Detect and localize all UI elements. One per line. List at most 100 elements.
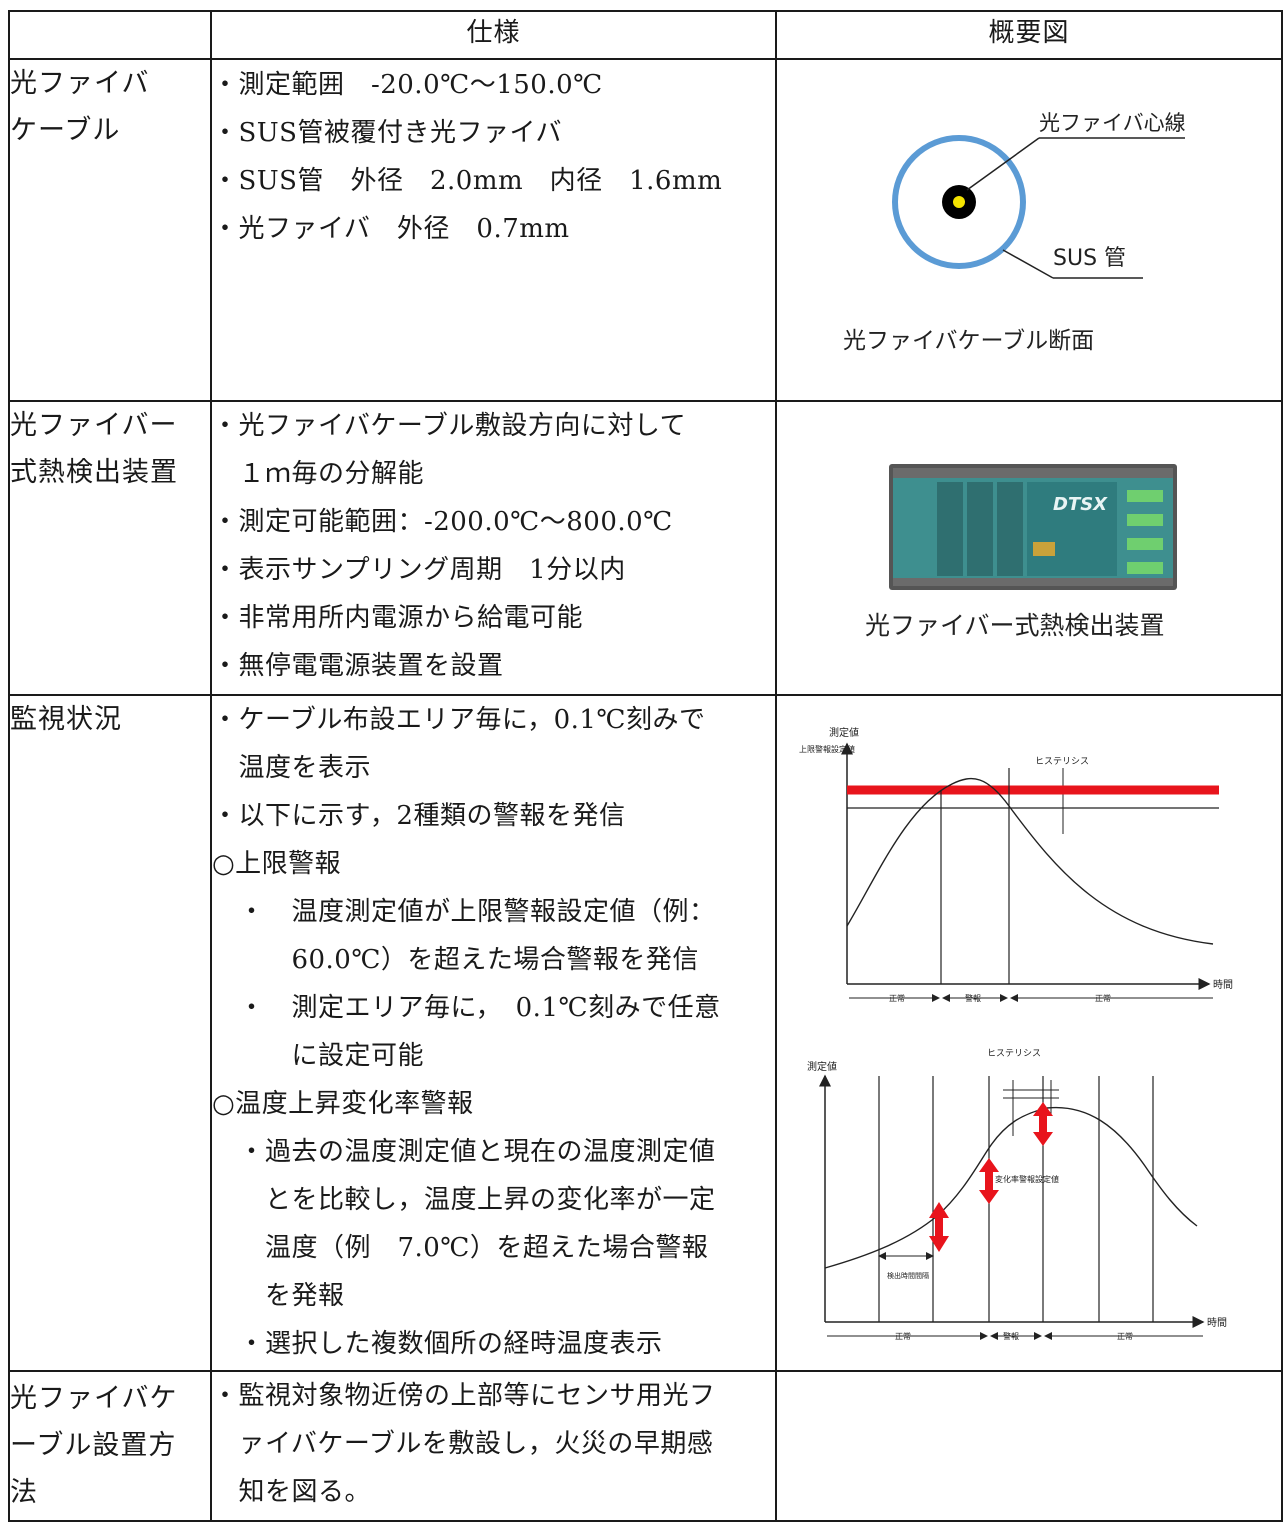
- row-label-line: 監視状況: [10, 704, 122, 735]
- chart2-x-label: 時間: [1207, 1317, 1227, 1329]
- chart1-hysteresis-label: ヒステリシス: [1035, 756, 1089, 767]
- core-label: 光ファイバ心線: [1039, 111, 1186, 135]
- chart2-interval-label: 検出時間間隔: [887, 1271, 929, 1280]
- chart1-y-label: 測定値: [829, 726, 859, 739]
- alarm-diagrams: 測定値 上限警報設定値 時間 ヒステリシス 正常 警報 正常: [799, 726, 1233, 1341]
- chart2-temperature-curve: [824, 1106, 1198, 1269]
- chart1-phase-alarm: 警報: [965, 993, 981, 1003]
- device-indicator: [1126, 538, 1163, 550]
- chart2-phase-normal: 正常: [895, 1332, 911, 1341]
- chart2-phase-normal2: 正常: [1117, 1332, 1133, 1341]
- row-label: 光ファイバー 式熱検出装置: [8, 400, 212, 696]
- sus-tube-ring: [891, 135, 1026, 269]
- spec-cell: ・光ファイバケーブル敷設方向に対して １ｍ毎の分解能 ・測定可能範囲：-200.…: [209, 400, 777, 696]
- spec-line: ・SUS管 外径 2.0mm 内径 1.6mm: [211, 166, 723, 196]
- device-brand: DTSX: [1053, 494, 1108, 515]
- figure-cell-device: DTSX 光ファイバー式熱検出装置: [774, 400, 1283, 696]
- upper-limit-alarm-chart: 測定値 上限警報設定値 時間 ヒステリシス 正常 警報 正常: [799, 726, 1233, 1003]
- chart1-phase-normal: 正常: [889, 994, 905, 1003]
- spec-line: 60.0℃）を超えた場合警報を発信: [211, 945, 699, 975]
- spec-line: 温度を表示: [211, 753, 371, 783]
- device-bottom-rail: [892, 578, 1173, 586]
- device-illustration: DTSX 光ファイバー式熱検出装置: [865, 464, 1177, 640]
- chart2-rate-arrow: [928, 1202, 949, 1252]
- core-leader-line: [966, 137, 1040, 191]
- chart2-phase-alarm: 警報: [1003, 1331, 1019, 1341]
- device-indicator: [1126, 490, 1163, 502]
- row-label: 光ファイバ ケーブル: [8, 58, 212, 402]
- rate-of-rise-alarm-chart: 測定値 時間 ヒステリシス 変化率警報設定値 検出時間間隔: [807, 1048, 1227, 1341]
- device-caption: 光ファイバー式熱検出装置: [865, 611, 1165, 640]
- chart2-y-label: 測定値: [807, 1060, 837, 1073]
- chart1-phase-normal2: 正常: [1095, 994, 1111, 1003]
- spec-line: ・測定範囲 -20.0℃～150.0℃: [211, 70, 603, 100]
- row-monitoring: 監視状況 ・ケーブル布設エリア毎に，0.1℃刻みで 温度を表示 ・以下に示す，2…: [8, 694, 1283, 1372]
- figure-cell-monitoring: 測定値 上限警報設定値 時間 ヒステリシス 正常 警報 正常: [774, 694, 1283, 1372]
- spec-line: とを比較し，温度上昇の変化率が一定: [211, 1185, 716, 1215]
- row-label-line: ケーブル: [10, 115, 121, 146]
- tube-label: SUS 管: [1053, 246, 1126, 271]
- device-indicator-group: [1126, 490, 1163, 574]
- spec-line: ・非常用所内電源から給電可能: [211, 603, 583, 633]
- spec-line: ・SUS管被覆付き光ファイバ: [211, 118, 562, 148]
- row-label-line: 光ファイバ: [10, 68, 150, 99]
- spec-line: ○上限警報: [211, 849, 342, 879]
- figure-cell-empty: [774, 1370, 1283, 1522]
- row-label-line: ーブル設置方: [10, 1430, 177, 1461]
- chart2-rate-arrow: [978, 1158, 999, 1204]
- spec-line: ・ 測定エリア毎に， 0.1℃刻みで任意: [211, 993, 721, 1023]
- spec-line: ○温度上昇変化率警報: [211, 1089, 474, 1119]
- spec-line: ・表示サンプリング周期 1分以内: [211, 555, 626, 585]
- chart1-threshold-label: 上限警報設定値: [799, 744, 855, 754]
- spec-line: ・以下に示す，2種類の警報を発信: [211, 801, 626, 831]
- row-fiber-cable: 光ファイバ ケーブル ・測定範囲 -20.0℃～150.0℃ ・SUS管被覆付き…: [8, 58, 1283, 402]
- device-slot-group: [936, 482, 1023, 576]
- spec-line: を発報: [211, 1281, 345, 1311]
- chart2-rate-label: 変化率警報設定値: [995, 1174, 1059, 1184]
- row-installation: 光ファイバケ ーブル設置方 法 ・監視対象物近傍の上部等にセンサ用光フ ァイバケ…: [8, 1370, 1283, 1522]
- row-label-line: 光ファイバー: [10, 410, 178, 441]
- spec-line: 知を図る。: [211, 1477, 371, 1507]
- chart2-sample-lines: [878, 1076, 1154, 1322]
- row-label: 光ファイバケ ーブル設置方 法: [8, 1370, 212, 1522]
- device-indicator: [1126, 514, 1163, 526]
- header-figure: 概要図: [774, 10, 1283, 60]
- spec-line: ・光ファイバケーブル敷設方向に対して: [211, 411, 687, 441]
- header-blank-cell: [8, 10, 212, 60]
- chart2-rate-arrow: [1032, 1102, 1053, 1146]
- header-spec: 仕様: [209, 10, 777, 60]
- row-label-line: 法: [10, 1477, 38, 1508]
- figure-cell-cable: 光ファイバ心線 SUS 管 光ファイバケーブル断面: [774, 58, 1283, 402]
- device-slot: [996, 482, 1023, 576]
- chart2-rate-arrows: [928, 1102, 1053, 1252]
- spec-cell: ・監視対象物近傍の上部等にセンサ用光フ ァイバケーブルを敷設し，火災の早期感 知…: [209, 1370, 777, 1522]
- chart1-temperature-curve: [846, 777, 1214, 945]
- device-slot: [966, 482, 993, 576]
- cable-cross-section-diagram: 光ファイバ心線 SUS 管 光ファイバケーブル断面: [843, 111, 1186, 354]
- spec-line: ・監視対象物近傍の上部等にセンサ用光フ: [211, 1381, 716, 1411]
- spec-cell: ・測定範囲 -20.0℃～150.0℃ ・SUS管被覆付き光ファイバ ・SUS管…: [209, 58, 777, 402]
- spec-line: ・ 温度測定値が上限警報設定値（例：: [211, 897, 716, 927]
- spec-line: １ｍ毎の分解能: [211, 459, 424, 489]
- device-indicator: [1126, 562, 1163, 574]
- spec-line: ・測定可能範囲：-200.0℃～800.0℃: [211, 507, 673, 537]
- spec-line: に設定可能: [211, 1041, 424, 1071]
- spec-line: ・選択した複数個所の経時温度表示: [211, 1329, 663, 1359]
- header-row: 仕様 概要図: [8, 10, 1283, 60]
- cable-caption: 光ファイバケーブル断面: [843, 328, 1094, 354]
- spec-table: 仕様 概要図 光ファイバ ケーブル ・測定範囲 -20.0℃～150.0℃ ・S…: [8, 10, 1283, 1522]
- fiber-center: [952, 196, 965, 208]
- chart1-x-label: 時間: [1213, 979, 1233, 991]
- tube-leader-line: [1002, 249, 1054, 279]
- row-label-line: 式熱検出装置: [10, 457, 178, 488]
- device-slot: [936, 482, 963, 576]
- spec-line: ァイバケーブルを敷設し，火災の早期感: [211, 1429, 714, 1459]
- spec-line: 温度（例 7.0℃）を超えた場合警報: [211, 1233, 709, 1263]
- spec-line: ・ケーブル布設エリア毎に，0.1℃刻みで: [211, 705, 706, 735]
- row-label: 監視状況: [8, 694, 212, 1372]
- row-label-line: 光ファイバケ: [10, 1383, 178, 1414]
- spec-cell: ・ケーブル布設エリア毎に，0.1℃刻みで 温度を表示 ・以下に示す，2種類の警報…: [209, 694, 777, 1372]
- spec-line: ・光ファイバ 外径 0.7mm: [211, 214, 570, 244]
- spec-line: ・過去の温度測定値と現在の温度測定値: [211, 1137, 716, 1167]
- spec-line: ・無停電電源装置を設置: [211, 651, 504, 681]
